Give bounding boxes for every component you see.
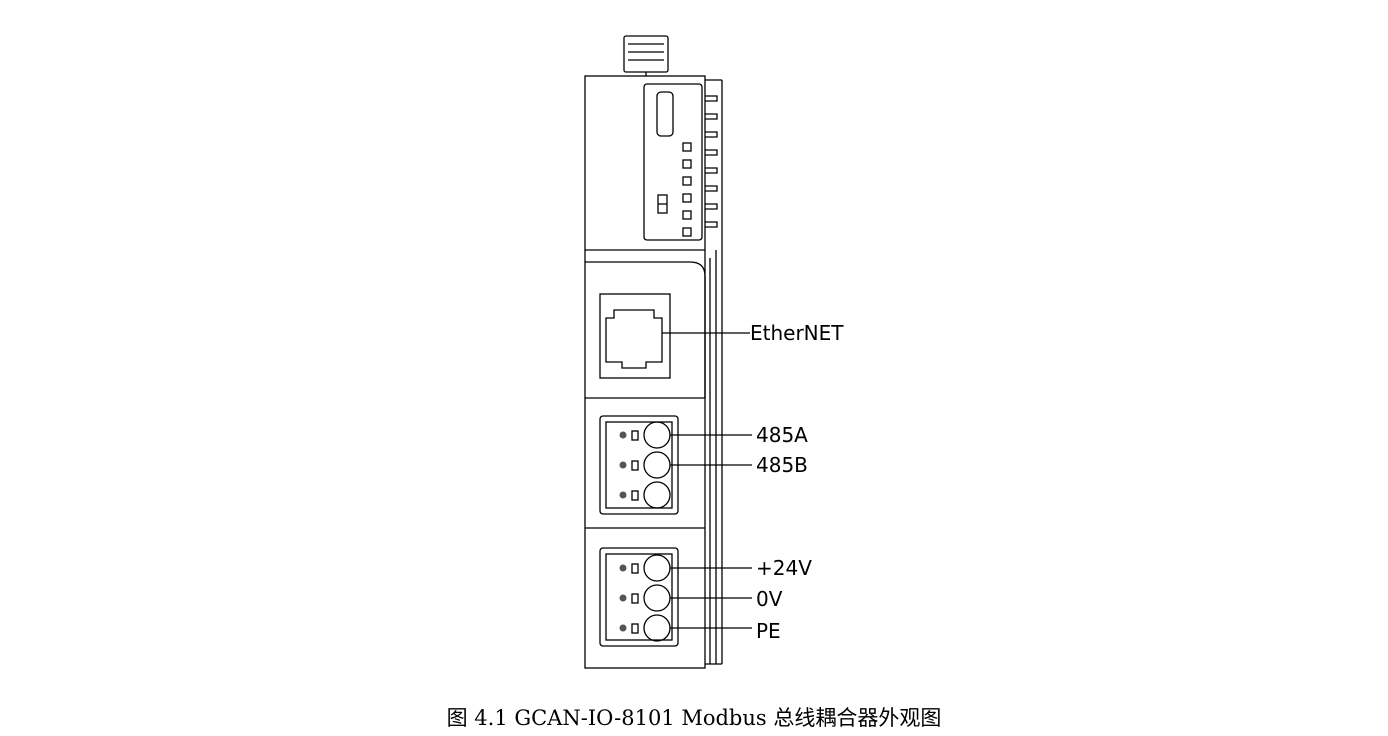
terminal-screw-icon xyxy=(643,584,671,612)
led-indicator-icon xyxy=(682,176,692,186)
terminal-release-icon xyxy=(631,430,639,441)
terminal-release-icon xyxy=(631,623,639,634)
terminal-release-icon xyxy=(631,593,639,604)
ethernet-section xyxy=(585,261,706,399)
led-dot-icon xyxy=(619,491,627,499)
leader-lines xyxy=(662,332,752,629)
led-dot-icon xyxy=(619,624,627,632)
led-indicator-icon xyxy=(682,159,692,169)
status-panel xyxy=(643,83,703,241)
terminal-screw-icon xyxy=(643,614,671,642)
led-dot-icon xyxy=(619,461,627,469)
led-indicator-icon xyxy=(682,193,692,203)
label-0v: 0V xyxy=(756,587,783,611)
rj45-port-icon xyxy=(599,293,671,379)
led-dot-icon xyxy=(619,431,627,439)
side-ribs xyxy=(705,95,718,228)
led-indicator-icon xyxy=(682,227,692,237)
terminal-led-dots xyxy=(619,431,627,632)
rs485-section xyxy=(585,415,705,529)
led-dot-icon xyxy=(619,564,627,572)
terminal-screw-icon xyxy=(643,481,671,509)
label-pe: PE xyxy=(756,619,781,643)
label-24v: +24V xyxy=(756,556,812,580)
rotary-switch-icon xyxy=(656,91,674,137)
figure-caption: 图 4.1 GCAN-IO-8101 Modbus 总线耦合器外观图 xyxy=(446,706,942,730)
din-rail-clip xyxy=(623,35,669,76)
label-ethernet: EtherNET xyxy=(750,321,844,345)
terminal-release-icon xyxy=(631,490,639,501)
label-485b: 485B xyxy=(756,453,808,477)
label-485a: 485A xyxy=(756,423,808,447)
terminal-screw-icon xyxy=(643,421,671,449)
terminal-release-icon xyxy=(631,563,639,574)
led-indicator-icon xyxy=(682,210,692,220)
power-section xyxy=(599,547,679,647)
led-dot-icon xyxy=(619,594,627,602)
terminal-screw-icon xyxy=(643,554,671,582)
terminal-release-icon xyxy=(631,460,639,471)
terminal-screw-icon xyxy=(643,451,671,479)
led-indicator-icon xyxy=(682,142,692,152)
